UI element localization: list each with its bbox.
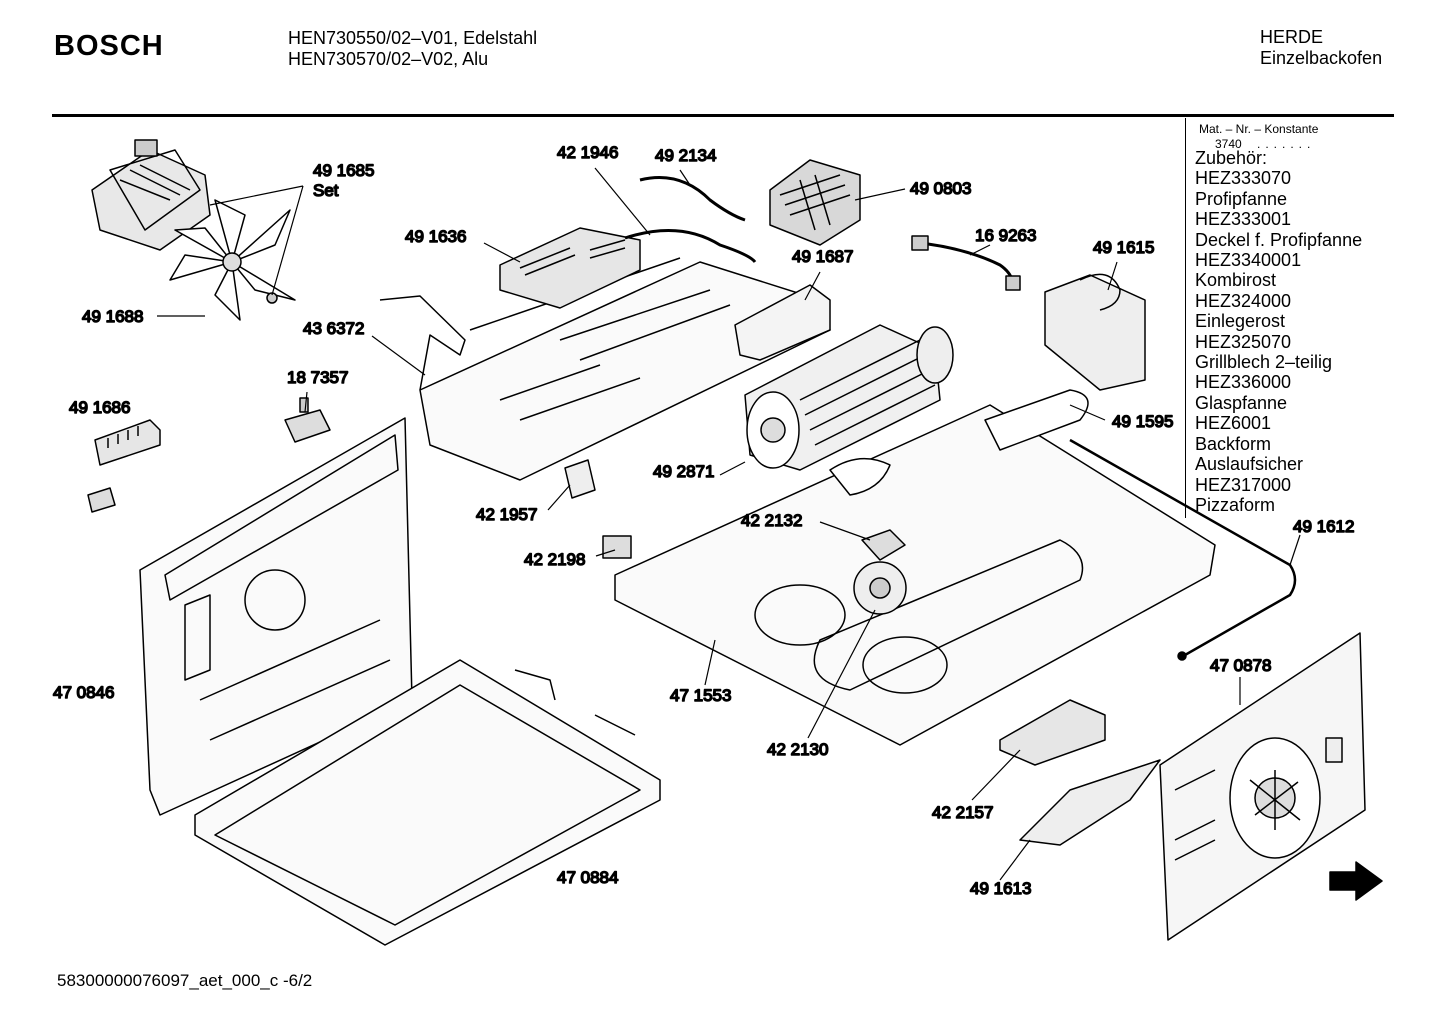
accessory-item: Auslaufsicher [1195, 454, 1304, 475]
heating-element-box-part[interactable] [769, 159, 861, 246]
control-box-part[interactable] [499, 227, 641, 309]
part-label-491615: 49 1615 [1093, 238, 1154, 257]
mat-number-label: Mat. – Nr. – Konstante [1199, 122, 1319, 136]
category-line-2: Einzelbackofen [1260, 48, 1383, 68]
accessory-item: Profipfanne [1195, 188, 1288, 209]
part-label-169263: 16 9263 [975, 226, 1036, 245]
cable-harness-part[interactable] [624, 176, 757, 263]
bracket-422132-part[interactable] [861, 529, 906, 561]
part-label-422157: 42 2157 [932, 803, 993, 822]
brand-logo: BOSCH [54, 30, 164, 62]
accessory-item: HEZ325070 [1195, 331, 1292, 352]
switch-422198-part[interactable] [602, 535, 632, 559]
accessory-item: Grillblech 2–teilig [1195, 352, 1333, 373]
accessory-item: HEZ317000 [1195, 474, 1292, 495]
part-label-422132: 42 2132 [741, 511, 802, 530]
part-label-470846: 47 0846 [53, 683, 114, 702]
model-line-2: HEN730570/02–V02, Alu [288, 49, 489, 69]
part-label-491595: 49 1595 [1112, 412, 1173, 431]
lamp-holder-part[interactable] [564, 459, 596, 499]
part-label-491687: 49 1687 [792, 247, 853, 266]
accessories-list: Zubehör: HEZ333070 Profipfanne HEZ333001… [1195, 148, 1362, 515]
part-label-422130: 42 2130 [767, 740, 828, 759]
model-line-1: HEN730550/02–V01, Edelstahl [288, 28, 538, 48]
part-label-491613: 49 1613 [970, 879, 1031, 898]
bottom-tray-part[interactable] [194, 659, 661, 946]
accessory-item: Zubehör: [1195, 148, 1268, 168]
part-label-490803: 49 0803 [910, 179, 971, 198]
part-label-491612: 49 1612 [1293, 517, 1354, 536]
rear-panel-part[interactable] [1159, 632, 1366, 941]
part-label-491685-set: Set [313, 181, 339, 200]
accessory-item: HEZ6001 [1195, 413, 1272, 434]
part-label-491636: 49 1636 [405, 227, 466, 246]
cover-box-part[interactable] [999, 699, 1106, 766]
accessory-item: Deckel f. Profipfanne [1195, 229, 1363, 250]
oven-base-plate-part[interactable] [614, 389, 1216, 746]
part-label-471553: 47 1553 [670, 686, 731, 705]
sensor-wire-part[interactable] [1069, 438, 1297, 661]
leader-lines [157, 167, 1301, 881]
accessory-item: HEZ333001 [1195, 209, 1292, 230]
header-divider [52, 114, 1394, 117]
part-label-491688: 49 1688 [82, 307, 143, 326]
side-panel-part[interactable] [139, 417, 413, 816]
part-label-421957: 42 1957 [476, 505, 537, 524]
part-label-470878: 47 0878 [1210, 656, 1271, 675]
accessory-item: HEZ333070 [1195, 168, 1292, 189]
accessory-item: Glaspfanne [1195, 392, 1288, 413]
accessory-item: Einlegerost [1195, 311, 1286, 332]
accessory-item: Pizzaform [1195, 494, 1276, 515]
clip-part[interactable] [87, 487, 116, 513]
document-code: 58300000076097_aet_000_c -6/2 [57, 971, 313, 990]
part-label-491685: 49 1685 [313, 161, 374, 180]
tangential-fan-part[interactable] [744, 324, 954, 471]
model-numbers: HEN730550/02–V01, Edelstahl HEN730570/02… [288, 28, 537, 70]
part-label-470884: 47 0884 [557, 868, 618, 887]
accessory-item: Backform [1195, 433, 1272, 454]
accessory-item: HEZ3340001 [1195, 250, 1302, 271]
category-line-1: HERDE [1260, 27, 1324, 47]
terminal-block-part[interactable] [94, 419, 161, 466]
fan-motor-part[interactable] [91, 139, 211, 251]
accessory-item: HEZ336000 [1195, 372, 1292, 393]
temperature-sensor-bracket-part[interactable] [1044, 273, 1146, 391]
part-label-422198: 42 2198 [524, 550, 585, 569]
rear-bracket-part[interactable] [734, 284, 831, 361]
mat-constant: 3740 [1215, 137, 1242, 151]
part-label-436372: 43 6372 [303, 319, 364, 338]
air-duct-part[interactable] [1019, 759, 1161, 846]
part-label-421946: 42 1946 [557, 143, 618, 162]
fan-blade-part[interactable] [169, 199, 296, 321]
part-label-491686: 49 1686 [69, 398, 130, 417]
connector-cable-part[interactable] [911, 235, 1021, 291]
switch-187357-part[interactable] [284, 397, 331, 443]
part-label-492134: 49 2134 [655, 146, 716, 165]
accessory-item: Kombirost [1195, 270, 1277, 291]
part-label-492871: 49 2871 [653, 462, 714, 481]
accessory-item: HEZ324000 [1195, 290, 1292, 311]
arrow-right-icon[interactable] [1329, 861, 1383, 901]
accessories-divider [1185, 118, 1186, 518]
product-category: HERDE Einzelbackofen [1260, 27, 1382, 69]
dotted-leader: ....... [1257, 137, 1316, 151]
part-label-187357: 18 7357 [287, 368, 348, 387]
